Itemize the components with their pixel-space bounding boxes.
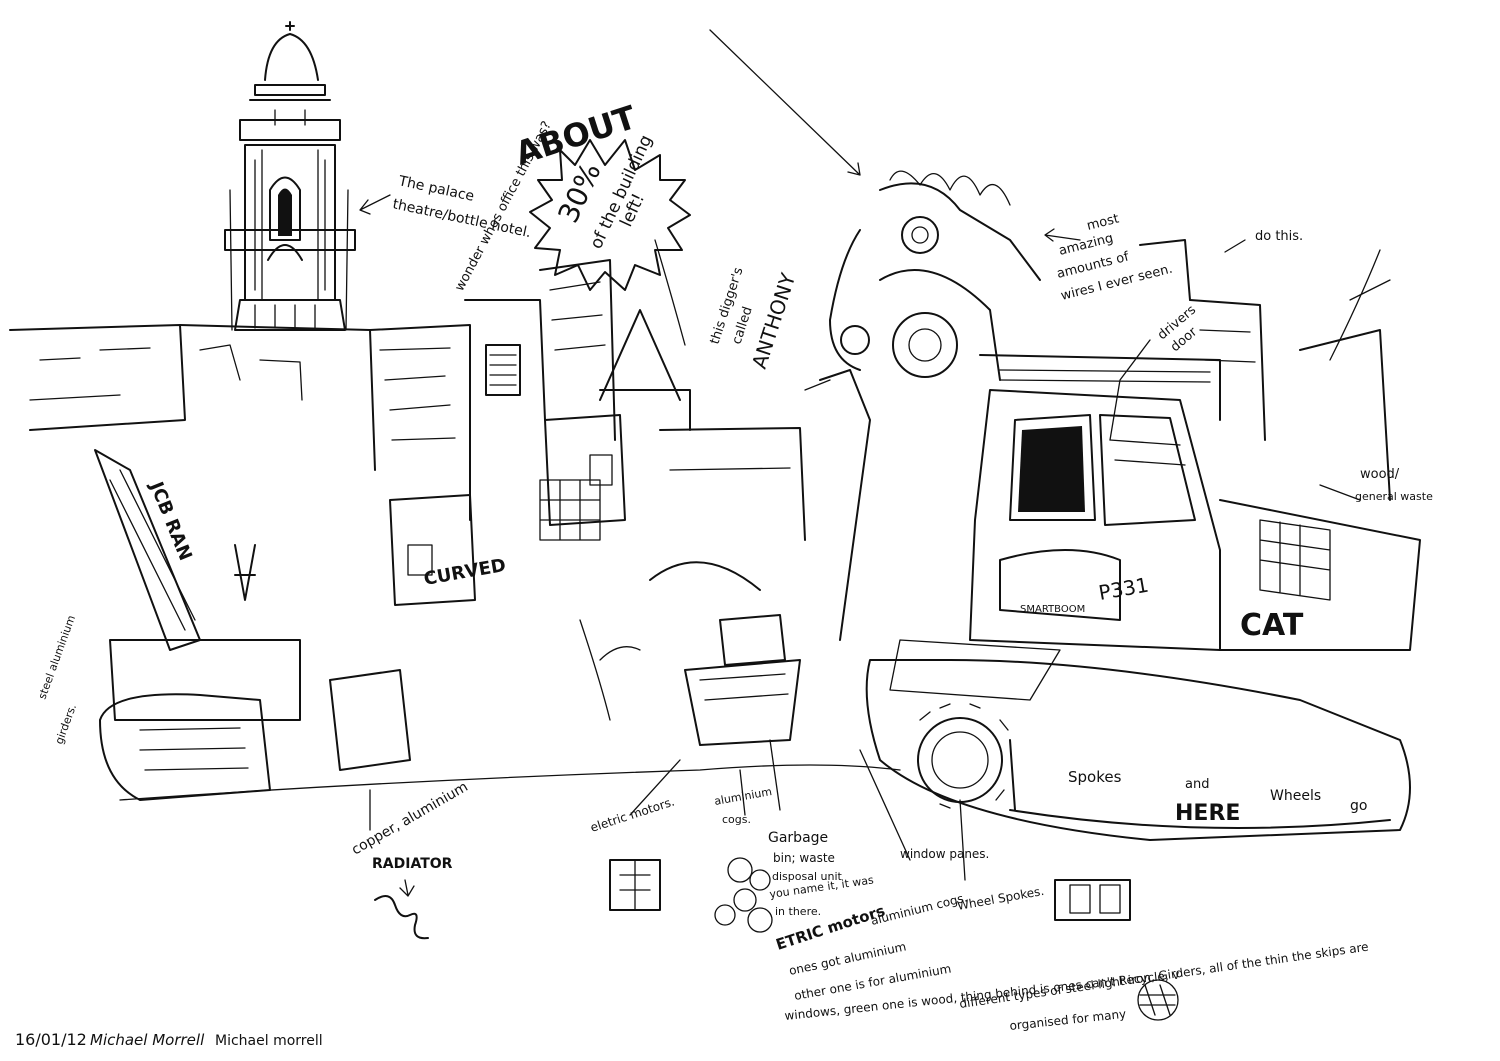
about-starburst	[529, 139, 691, 291]
here-label: HERE	[1175, 801, 1240, 826]
signature-date: 16/01/12	[15, 1030, 87, 1049]
signature-2: Michael morrell	[215, 1033, 323, 1049]
curved-label: CURVED	[422, 555, 507, 590]
left-ruins	[9, 259, 806, 606]
garbage-note-line3: disposal unit	[772, 870, 843, 883]
excavator	[819, 170, 1421, 841]
and-label: and	[1185, 777, 1209, 792]
signature-1: Michael Morrell	[90, 1031, 205, 1049]
garbage-note-line1: Garbage	[768, 830, 828, 846]
smartboom-label: SMARTBOOM	[1020, 604, 1085, 615]
steel-note-line1: steel aluminium	[36, 614, 78, 702]
garbage-note-line5: in there.	[775, 905, 821, 918]
palace-tower	[224, 21, 356, 331]
crane-sign: JCB RAN	[145, 477, 196, 563]
wood-note-line1: wood/	[1360, 467, 1400, 482]
cogs-note-line1: aluminium	[713, 785, 773, 808]
go-label: go	[1350, 798, 1367, 814]
wheels-label: Wheels	[1270, 788, 1321, 804]
wires-note-line1: most	[1085, 211, 1120, 233]
bottom-note-line5: organised for many	[1009, 1007, 1127, 1033]
window-panes-note: window panes.	[900, 847, 989, 861]
do-this-note: do this.	[1255, 229, 1303, 244]
digger-note-line3: ANTHONY	[747, 269, 801, 371]
radiator-note-line1: copper, aluminium	[349, 779, 471, 859]
garbage-note-line2: bin; waste	[773, 851, 835, 865]
steel-note-line2: girders.	[53, 702, 80, 746]
annotation-arrows	[359, 29, 1361, 897]
skips	[329, 561, 801, 771]
digger-note-line2: called	[730, 305, 756, 346]
motors-note: eletric motors.	[589, 794, 677, 834]
alu-cogs-note: aluminium cogs.	[869, 890, 968, 928]
right-building	[1139, 239, 1391, 501]
cat-logo-text: CAT	[1240, 608, 1304, 643]
ground-line	[119, 764, 901, 801]
cogs-note-line2: cogs.	[722, 813, 751, 826]
doodles	[374, 857, 1179, 1021]
radiator-note-line2: RADIATOR	[372, 856, 453, 872]
wood-note-line2: general waste	[1355, 490, 1433, 503]
spokes-label: Spokes	[1068, 768, 1122, 786]
wheel-spokes-note: Wheel Spokes.	[956, 884, 1045, 913]
bottom-note-line4: different types of steel light iron, Gir…	[958, 940, 1369, 1011]
model-number: P331	[1097, 573, 1151, 605]
left-crane	[94, 449, 301, 801]
